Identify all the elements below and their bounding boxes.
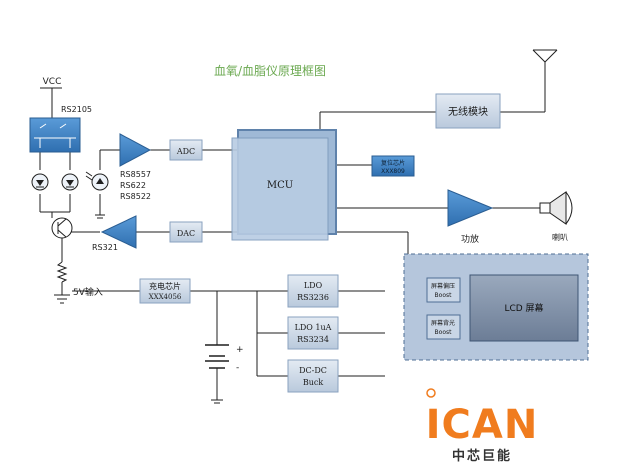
lcd-screen-label: LCD 屏幕 xyxy=(504,302,543,314)
wireless-module-block xyxy=(435,93,501,129)
bias-boost-block xyxy=(426,277,461,303)
input-5v-label: 5V输入 xyxy=(73,286,103,298)
ldo-rs3234-label: LDO 1uA xyxy=(295,323,332,332)
dac-label: DAC xyxy=(177,229,195,238)
opamp-rs8557-icon xyxy=(119,133,152,167)
ican-logo: ICAN 中芯巨能 xyxy=(426,388,539,464)
power-amp-icon xyxy=(447,189,494,227)
switch-contacts-icon xyxy=(34,123,76,148)
wireless-module-label: 无线模块 xyxy=(448,105,488,118)
backlight-boost-label: 屏幕背光 xyxy=(431,319,455,327)
lcd-screen-block xyxy=(469,274,579,342)
power-amp-label: 功放 xyxy=(461,233,479,245)
resistor-icon xyxy=(56,261,68,283)
logo-main-text: ICAN xyxy=(426,402,539,448)
led-icon xyxy=(31,173,49,191)
battery-icon xyxy=(205,344,229,369)
rs8557-label: RS8557 xyxy=(120,170,151,179)
photodiode-icon xyxy=(85,171,109,191)
adc-label: ADC xyxy=(176,147,195,156)
backlight-boost-block xyxy=(426,314,461,340)
ldo-rs3234-part: RS3234 xyxy=(297,335,329,344)
ldo-rs3236-label: LDO xyxy=(304,281,323,290)
ldo-rs3236-part: RS3236 xyxy=(297,293,329,302)
dac-block xyxy=(169,221,203,243)
led-icon xyxy=(61,173,79,191)
charger-chip-block xyxy=(139,278,191,304)
opamp-rs321-icon xyxy=(100,215,137,249)
rs2105-label: RS2105 xyxy=(61,105,92,114)
dcdc-buck-block xyxy=(287,359,339,393)
backlight-boost-part: Boost xyxy=(435,329,453,336)
dcdc-buck-label: DC-DC xyxy=(299,366,327,375)
battery-minus-label: - xyxy=(236,363,239,373)
logo-sub-text: 中芯巨能 xyxy=(452,448,512,464)
mcu-shadow xyxy=(231,137,329,241)
adc-block xyxy=(169,139,203,161)
dcdc-buck-part: Buck xyxy=(303,378,324,387)
charger-chip-part: XXX4056 xyxy=(149,293,182,301)
rs2105-switch xyxy=(29,117,81,153)
diagram-title: 血氧/血脂仪原理框图 xyxy=(214,63,326,78)
rs622-label: RS622 xyxy=(120,181,146,190)
speaker-icon xyxy=(539,191,573,225)
rs321-label: RS321 xyxy=(92,243,118,252)
mcu-label: MCU xyxy=(267,180,293,191)
ldo-rs3234-block xyxy=(287,316,339,350)
rs8522-label: RS8522 xyxy=(120,192,151,201)
speaker-label: 喇叭 xyxy=(552,232,568,242)
antenna-icon xyxy=(532,49,558,63)
charger-chip-label: 充电芯片 xyxy=(149,281,181,291)
reset-chip-part: XXX809 xyxy=(381,168,405,175)
bias-boost-part: Boost xyxy=(435,292,453,299)
reset-chip-label: 复位芯片 xyxy=(381,159,405,167)
transistor-icon xyxy=(51,217,73,239)
vcc-label: VCC xyxy=(43,77,62,87)
ldo-rs3236-block xyxy=(287,274,339,308)
battery-plus-label: + xyxy=(236,345,244,355)
reset-chip-block xyxy=(371,155,415,177)
bias-boost-label: 屏幕偏压 xyxy=(431,282,455,290)
